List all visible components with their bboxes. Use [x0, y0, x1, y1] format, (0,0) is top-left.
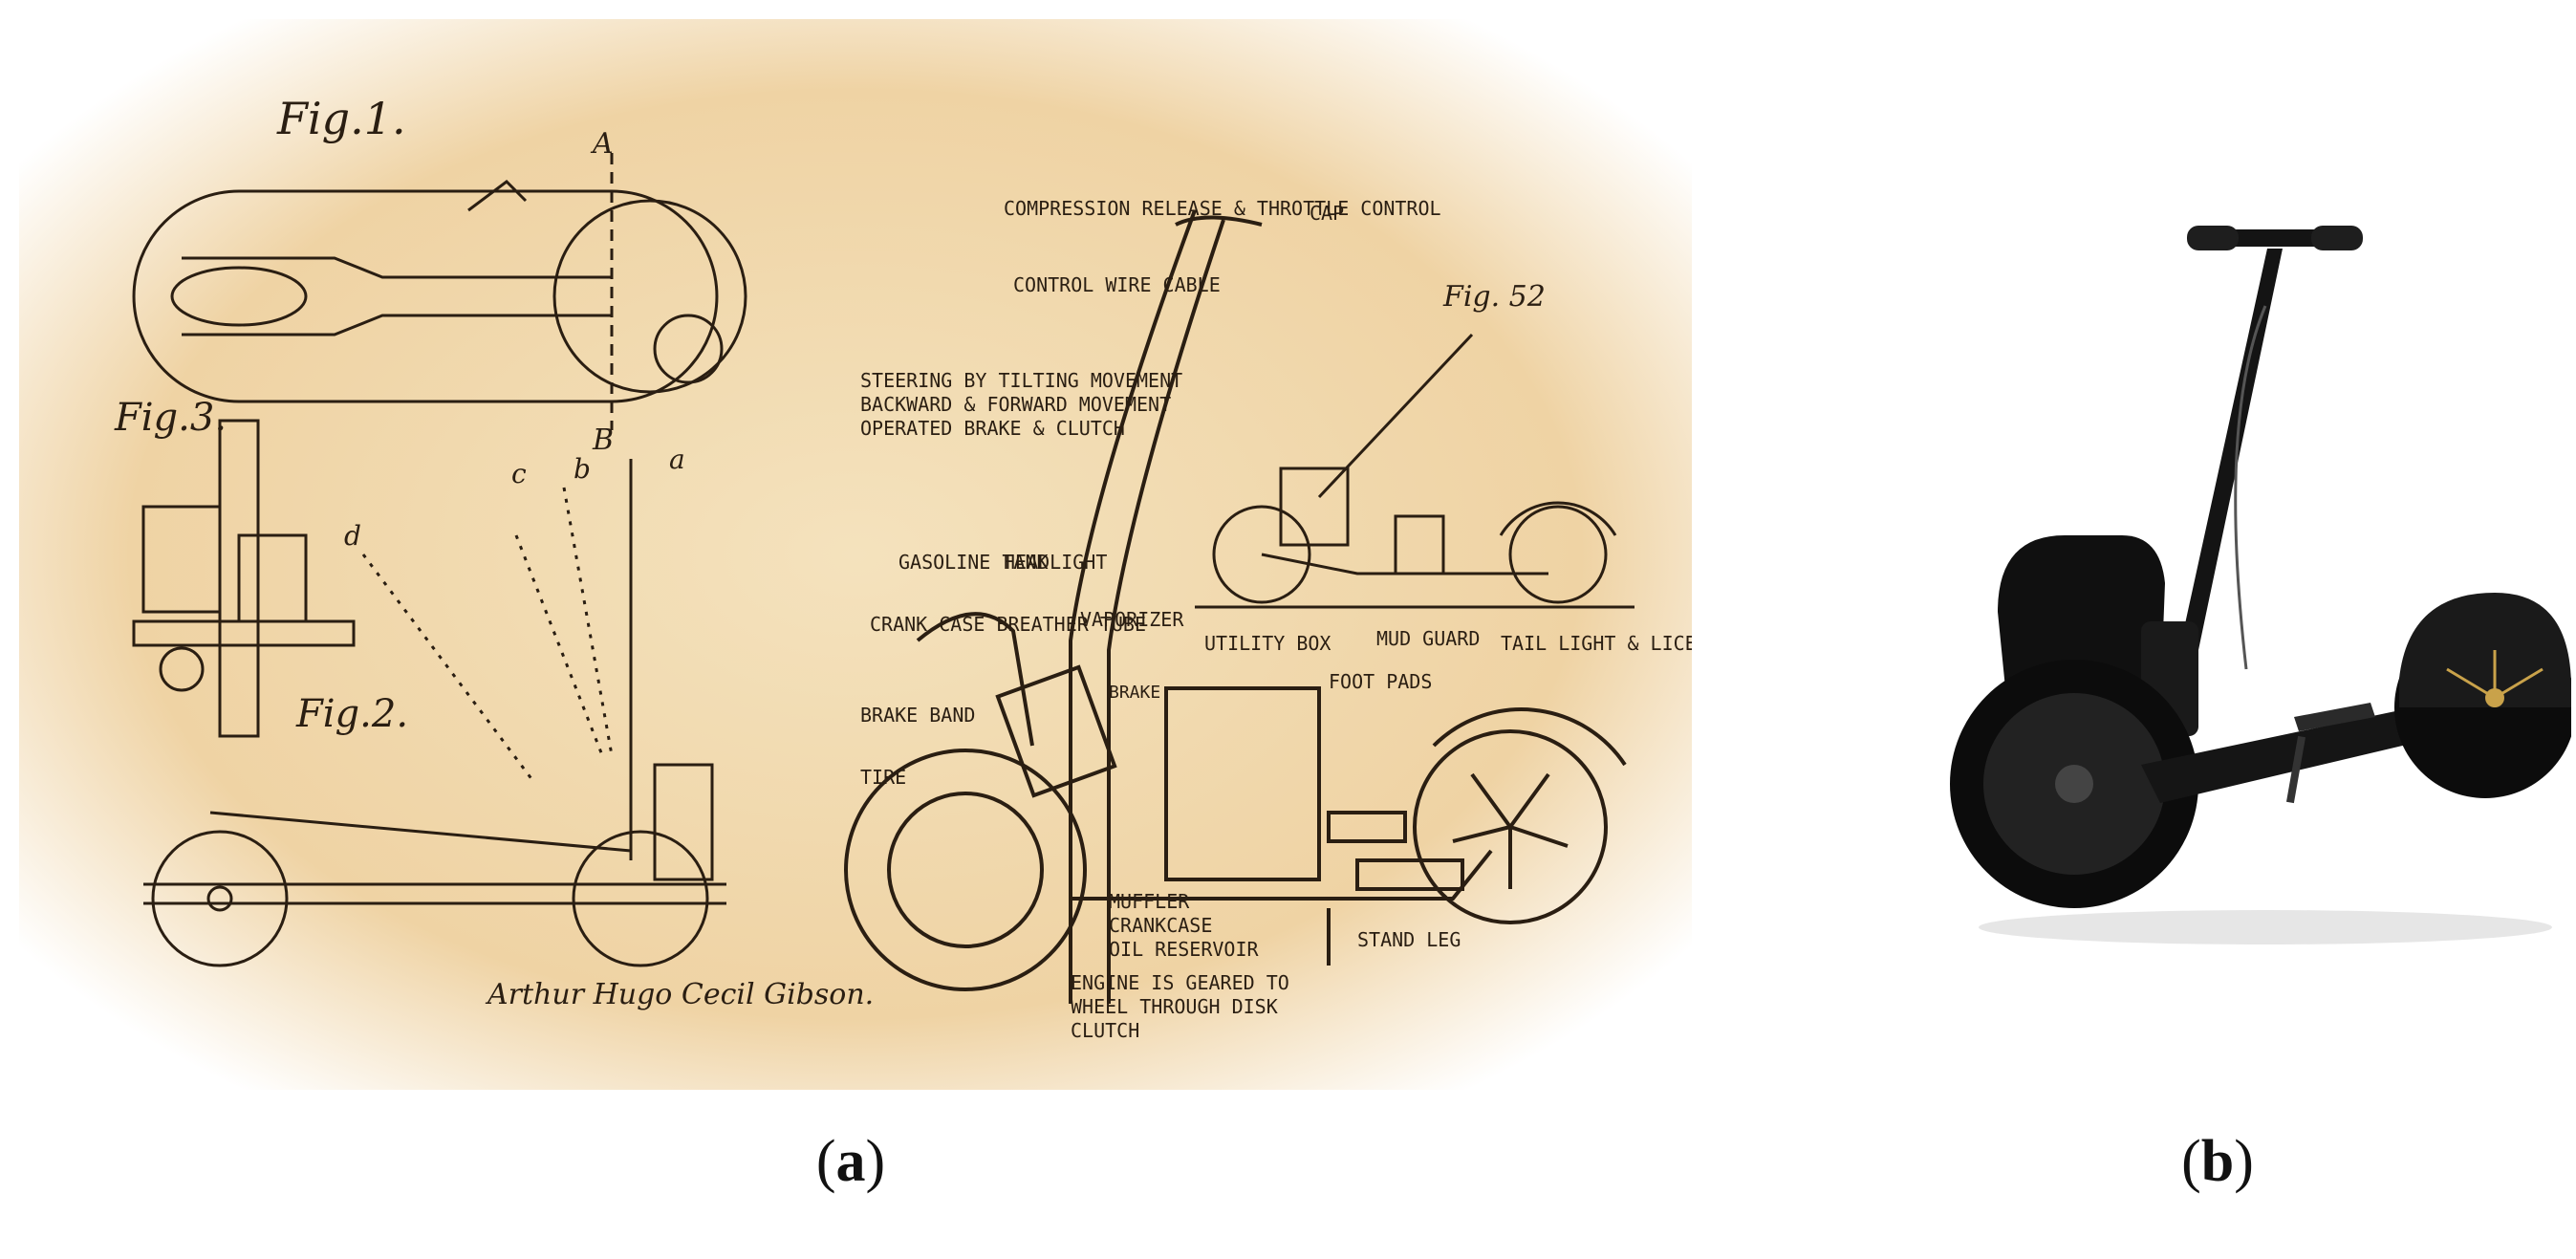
caption-a: (a): [815, 1129, 886, 1194]
label-tail-light: TAIL LIGHT & LICENSE BRACKET: [1501, 632, 1692, 655]
label-tire: TIRE: [860, 766, 906, 789]
scooter-cutaway-drawing: [844, 209, 1627, 1004]
fig1-label: Fig.1.: [276, 93, 406, 144]
control-cable: [2234, 305, 2267, 670]
callout-labels: COMPRESSION RELEASE & THROTTLE CONTROL C…: [860, 197, 1692, 1042]
inventor-signature: Arthur Hugo Cecil Gibson.: [485, 978, 874, 1011]
fig3-engine-view: Fig.3.: [114, 396, 356, 738]
fig3-label: Fig.3.: [114, 396, 227, 440]
label-compression: COMPRESSION RELEASE & THROTTLE CONTROL: [1004, 197, 1441, 220]
label-muffler: MUFFLER: [1109, 890, 1190, 913]
caption-b: (b): [2181, 1129, 2254, 1194]
label-engine-2: WHEEL THROUGH DISK: [1071, 995, 1278, 1018]
letter-B: B: [592, 423, 614, 457]
label-gasoline: GASOLINE TANK: [898, 551, 1049, 574]
letter-c: c: [511, 458, 527, 489]
label-crankcase: CRANKCASE: [1109, 914, 1212, 937]
label-headlight: HEADLIGHT: [1004, 551, 1107, 574]
foot-pad: [2294, 703, 2375, 731]
letter-d: d: [344, 520, 361, 552]
label-engine-3: CLUTCH: [1071, 1019, 1139, 1042]
label-stand-leg: STAND LEG: [1357, 928, 1461, 951]
label-steering-1: STEERING BY TILTING MOVEMENT: [860, 369, 1182, 392]
label-utility-box: UTILITY BOX: [1204, 632, 1331, 655]
label-brake: BRAKE: [1109, 683, 1160, 703]
label-engine-1: ENGINE IS GEARED TO: [1071, 971, 1289, 994]
scooter-photo: [1835, 172, 2571, 956]
fig52-label: Fig. 52: [1442, 280, 1546, 314]
label-vaporizer: VAPORIZER: [1080, 608, 1184, 631]
patent-drawing: Fig.1. A B Fig.3. Fig.2. c b d a: [19, 19, 1692, 1090]
fig52-inset: Fig. 52: [1195, 280, 1634, 609]
label-brake-band: BRAKE BAND: [860, 704, 975, 727]
label-foot-pads: FOOT PADS: [1329, 670, 1432, 693]
letter-A: A: [590, 127, 614, 161]
label-mud-guard: MUD GUARD: [1376, 627, 1480, 650]
fig2-label: Fig.2.: [295, 692, 408, 736]
letter-a: a: [669, 444, 685, 475]
ground-shadow: [1979, 910, 2552, 944]
fig1-top-view: Fig.1. A B: [132, 93, 747, 457]
steering-column: [2179, 249, 2283, 650]
stand-leg: [2285, 735, 2306, 804]
label-oil-reservoir: OIL RESERVOIR: [1109, 938, 1259, 961]
label-steering-3: OPERATED BRAKE & CLUTCH: [860, 417, 1125, 440]
label-crankcase-breather: CRANK CASE BREATHER TUBE: [870, 613, 1146, 636]
fig2-side-view: Fig.2. c b d a Arthur Hugo Cecil Gibson.: [143, 444, 874, 1011]
letter-b: b: [574, 453, 591, 485]
handlebar: [2187, 226, 2363, 250]
paper-background: [19, 19, 1692, 1090]
label-cap: CAP: [1310, 202, 1344, 225]
engine-housing: [1998, 535, 2165, 707]
label-control-wire: CONTROL WIRE CABLE: [1013, 273, 1221, 296]
label-steering-2: BACKWARD & FORWARD MOVEMENT: [860, 393, 1171, 416]
